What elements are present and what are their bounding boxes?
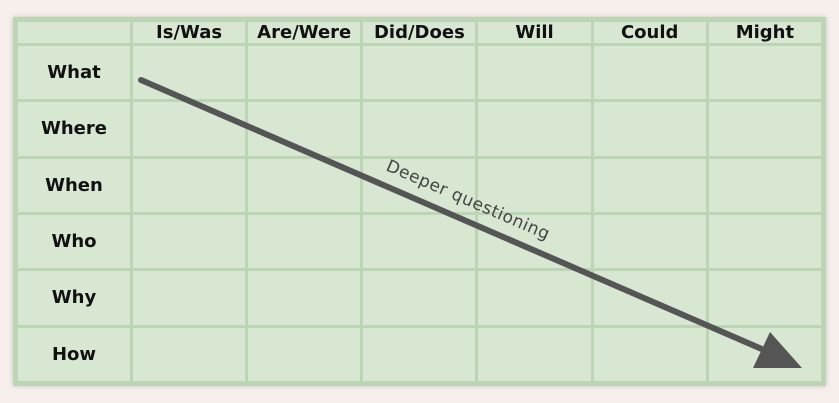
grid-cell [708, 271, 821, 325]
grid-cell [478, 158, 591, 212]
grid-cell [708, 46, 821, 100]
table-row: Who [18, 214, 821, 269]
column-header: Could [593, 22, 706, 43]
column-header: Are/Were [248, 22, 361, 43]
grid-cell [478, 46, 591, 100]
grid-cell [708, 102, 821, 156]
question-grid: Is/Was Are/Were Did/Does Will Could Migh… [15, 19, 824, 384]
grid-cell [133, 214, 246, 269]
grid-cell [248, 271, 361, 325]
grid-cell [248, 327, 361, 381]
row-header: Who [18, 214, 130, 269]
grid-cell [248, 158, 361, 212]
grid-cell [133, 327, 246, 381]
corner-cell [18, 22, 130, 43]
grid-cell [363, 46, 476, 100]
header-row: Is/Was Are/Were Did/Does Will Could Migh… [18, 22, 821, 43]
grid-cell [708, 327, 821, 381]
grid-cell [593, 102, 706, 156]
grid-cell [363, 158, 476, 212]
grid-cell [248, 214, 361, 269]
grid-cell [363, 327, 476, 381]
table-row: When [18, 158, 821, 212]
grid-cell [478, 327, 591, 381]
grid-cell [248, 46, 361, 100]
grid-cell [593, 46, 706, 100]
grid-cell [593, 271, 706, 325]
column-header: Might [708, 22, 821, 43]
grid-cell [363, 102, 476, 156]
row-header: Why [18, 271, 130, 325]
column-header: Will [478, 22, 591, 43]
column-header: Is/Was [133, 22, 246, 43]
row-header: How [18, 327, 130, 381]
grid-cell [133, 158, 246, 212]
grid-cell [478, 102, 591, 156]
grid-cell [478, 271, 591, 325]
grid-cell [593, 327, 706, 381]
row-header: When [18, 158, 130, 212]
row-header: What [18, 46, 130, 100]
table-row: What [18, 46, 821, 100]
grid-cell [363, 214, 476, 269]
grid-cell [248, 102, 361, 156]
grid-cell [133, 102, 246, 156]
table-row: How [18, 327, 821, 381]
grid-cell [593, 214, 706, 269]
row-header: Where [18, 102, 130, 156]
grid-cell [133, 46, 246, 100]
grid-cell [708, 214, 821, 269]
table-row: Where [18, 102, 821, 156]
grid-cell [593, 158, 706, 212]
grid-cell [363, 271, 476, 325]
grid-cell [478, 214, 591, 269]
grid-cell [133, 271, 246, 325]
table-row: Why [18, 271, 821, 325]
column-header: Did/Does [363, 22, 476, 43]
grid-cell [708, 158, 821, 212]
